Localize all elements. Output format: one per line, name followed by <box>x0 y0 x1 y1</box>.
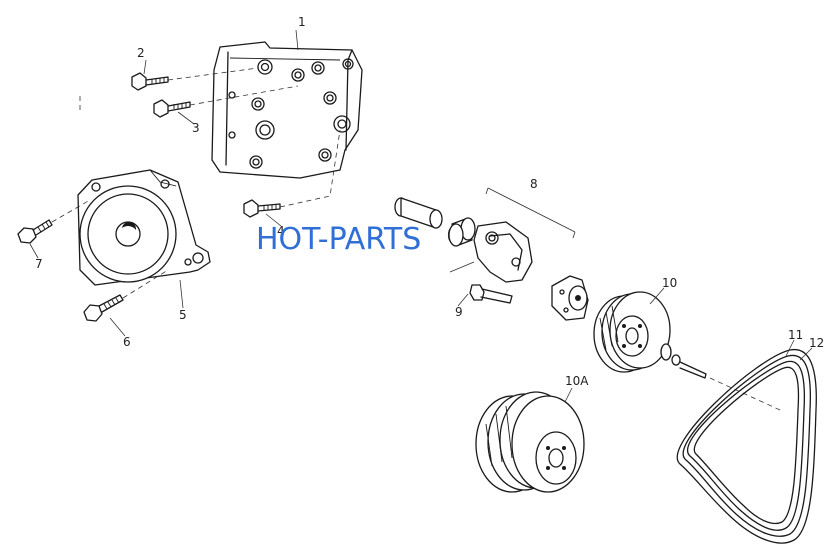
pulley-hub <box>551 275 589 321</box>
tensioner-part-5 <box>77 169 211 286</box>
callout-2: 2 <box>137 46 145 60</box>
callout-4: 4 <box>277 224 285 238</box>
belt-part-11 <box>682 354 812 537</box>
bracket-part-1 <box>211 41 363 179</box>
bolt-2 <box>131 72 169 91</box>
belt-part-12 <box>676 348 817 544</box>
bolt-3 <box>153 99 191 118</box>
leader-lines <box>29 29 813 403</box>
pulley-bolt <box>660 343 781 411</box>
callout-6: 6 <box>123 335 131 349</box>
callout-7: 7 <box>35 257 43 271</box>
callout-8: 8 <box>530 177 538 191</box>
pulley-part-10 <box>593 291 671 373</box>
bracket-part-8 <box>394 187 576 283</box>
callout-9: 9 <box>455 305 463 319</box>
callout-10a: 10A <box>565 374 589 388</box>
bolt-7 <box>17 219 53 244</box>
callout-1: 1 <box>298 15 306 29</box>
bolt-9 <box>449 261 513 304</box>
callout-11: 11 <box>788 328 803 342</box>
assembly-lines-left <box>51 67 341 299</box>
callout-3: 3 <box>192 121 200 135</box>
callout-10: 10 <box>662 276 677 290</box>
watermark-text: HOT-PARTS <box>256 222 422 257</box>
callout-5: 5 <box>179 308 187 322</box>
callout-12: 12 <box>809 336 824 350</box>
bolt-6 <box>83 294 124 322</box>
bolt-4 <box>243 199 281 218</box>
pulley-part-10a <box>475 391 585 493</box>
